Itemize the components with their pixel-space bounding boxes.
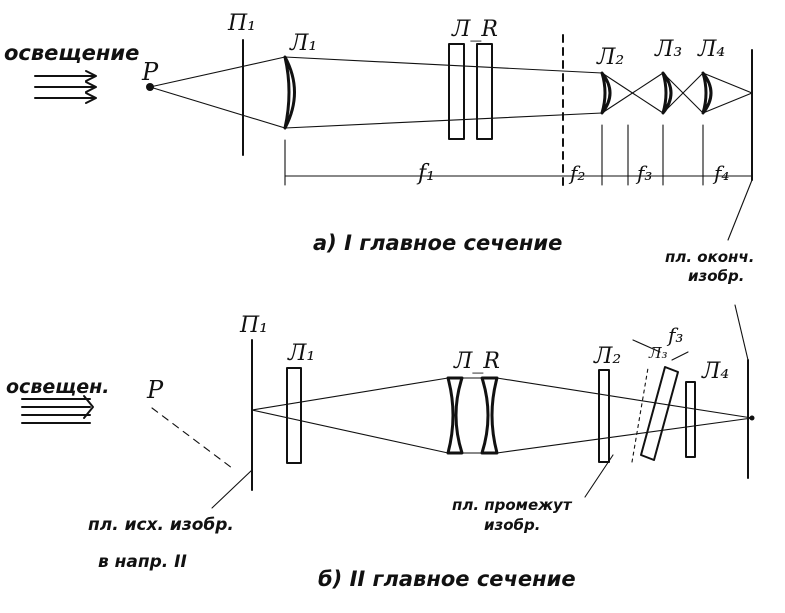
focal-drop-lines-a — [284, 124, 704, 186]
lens-label-l3-a: Л₃ — [654, 37, 682, 62]
lens-l3-a — [661, 71, 673, 115]
lens-label-l4-b: Л₄ — [701, 359, 729, 384]
f3-arrow-right-b — [671, 351, 689, 361]
lens-label-l4-a: Л₄ — [697, 37, 725, 62]
rays-a — [149, 56, 753, 129]
source-plane-label-2-b: в напр. II — [98, 552, 187, 572]
tilted-dashed-plane-b — [631, 367, 649, 463]
lens-l2-a — [600, 71, 612, 115]
lens-l3-b — [640, 366, 679, 461]
lens-l2-b — [598, 369, 610, 463]
caption-b: б) II главное сечение — [318, 567, 576, 591]
source-label-b: P — [146, 376, 164, 404]
lens-lr-b — [446, 376, 499, 455]
final-plane-label-1-a: пл. оконч. — [665, 248, 754, 266]
illumination-arrows-b — [21, 395, 94, 424]
lens-label-l1-a: Л₁ — [289, 31, 317, 56]
intermediate-label-1-b: пл. промежут — [452, 496, 573, 514]
lens-l4-a — [701, 71, 713, 115]
final-plane-label-2-a: изобр. — [688, 267, 744, 285]
illumination-arrows-a — [34, 70, 97, 104]
focal-label-f4-a: f₄ — [712, 161, 729, 185]
lens-label-l2-a: Л₂ — [596, 45, 624, 70]
source-label-a: P — [141, 58, 159, 86]
rays-b — [251, 377, 753, 454]
focal-label-f3-a: f₃ — [635, 161, 652, 185]
lens-label-l2-b: Л₂ — [593, 344, 621, 369]
final-plane-leader-b — [734, 304, 749, 361]
illumination-label-b: освещен. — [6, 376, 109, 398]
plane-label-b: П₁ — [239, 313, 268, 338]
lens-l1-b — [286, 367, 302, 464]
source-plane-label-1-b: пл. исх. изобр. — [88, 515, 234, 535]
lens-l1-a — [283, 55, 296, 130]
source-plane-leader-b — [211, 469, 253, 509]
lens-l4-b — [685, 381, 696, 458]
section-a: освещение P П₁ Л₁ Л_R — [4, 11, 754, 285]
lens-label-l3-b: Л₃ — [648, 344, 668, 362]
caption-a: а) I главное сечение — [313, 231, 562, 255]
f3-arrow-left-b — [632, 339, 661, 353]
illumination-label-a: освещение — [4, 41, 139, 65]
lens-label-l1-b: Л₁ — [287, 341, 315, 366]
intermediate-label-2-b: изобр. — [484, 516, 540, 534]
lens-label-lr-b: Л_R — [453, 349, 500, 374]
lens-label-lr-a: Л_R — [451, 17, 498, 42]
focal-label-f1-a: f₁ — [416, 161, 435, 186]
focal-label-f2-a: f₂ — [568, 161, 585, 185]
image-point-b — [749, 415, 755, 421]
focal-label-f3-b: f₃ — [666, 323, 683, 347]
plane-label-a: П₁ — [227, 11, 256, 36]
section-b: освещен. P П₁ Л₁ Л — [6, 304, 755, 591]
intermediate-leader-b — [584, 454, 614, 498]
lens-lr-a — [448, 43, 493, 140]
final-plane-leader-a — [727, 179, 753, 241]
source-dashed-line-b — [151, 407, 233, 469]
